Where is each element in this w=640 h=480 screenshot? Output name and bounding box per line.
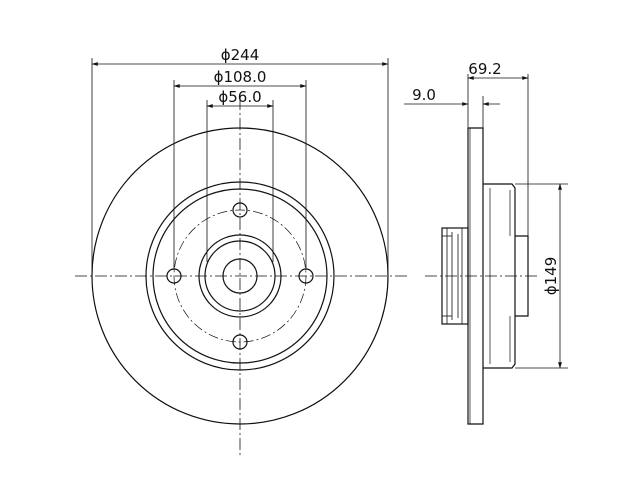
hub-ring	[204, 240, 276, 312]
bearing-seal	[441, 227, 469, 325]
hat-profile	[483, 183, 516, 369]
hub-outer	[198, 234, 282, 318]
hat-inner-edge	[152, 188, 328, 364]
bolt-hole-bottom	[232, 334, 248, 350]
pcd-diameter-label: ϕ108.0	[214, 68, 267, 86]
front-view	[75, 58, 408, 455]
side-view	[404, 74, 568, 425]
pcd-circle	[173, 209, 307, 343]
bolt-hole-top	[232, 202, 248, 218]
outer-diameter-label: ϕ244	[221, 46, 260, 64]
disc-plate	[467, 127, 484, 425]
center-bore-label: ϕ56.0	[218, 88, 261, 106]
center-bore	[222, 258, 258, 294]
hat-diameter-label: ϕ149	[542, 257, 560, 296]
hub-nose	[515, 235, 529, 317]
disc-thickness-label: 9.0	[412, 86, 436, 104]
overall-height-label: 69.2	[468, 60, 501, 78]
hat-outer-edge	[145, 181, 335, 371]
